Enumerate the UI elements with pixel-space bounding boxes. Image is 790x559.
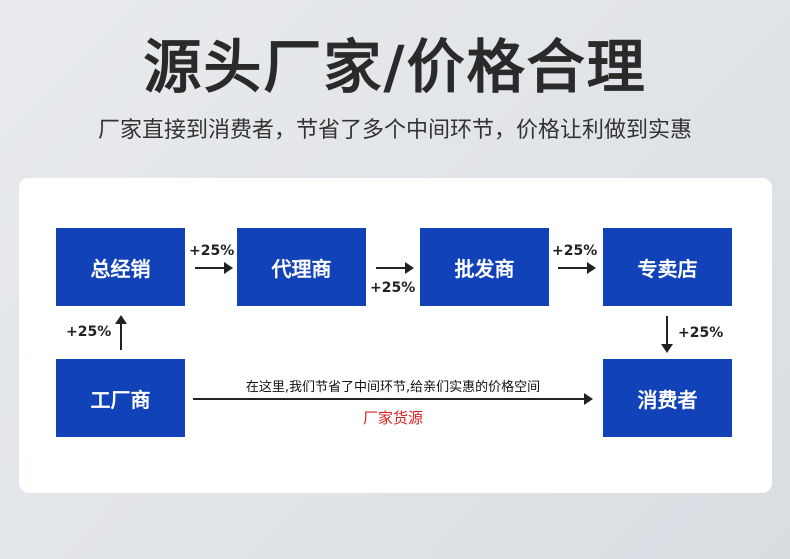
node-consumer: 消费者 xyxy=(603,359,732,437)
arrow-right-icon xyxy=(195,262,233,274)
node-distributor: 总经销 xyxy=(56,228,185,306)
arrow-down-icon xyxy=(661,316,673,353)
node-agent: 代理商 xyxy=(237,228,366,306)
page-title: 源头厂家/价格合理 xyxy=(143,33,647,101)
flow-card xyxy=(19,178,772,493)
arrow-right-icon xyxy=(376,262,414,274)
arrow-up-icon xyxy=(115,315,127,350)
markup-label: +25% xyxy=(370,280,416,296)
markup-label: +25% xyxy=(552,243,598,259)
node-factory: 工厂商 xyxy=(56,359,185,437)
markup-label: +25% xyxy=(678,325,724,341)
node-wholesaler: 批发商 xyxy=(420,228,549,306)
markup-label: +25% xyxy=(189,243,235,259)
page-subtitle: 厂家直接到消费者，节省了多个中间环节，价格让利做到实惠 xyxy=(97,118,692,143)
arrow-right-icon xyxy=(193,393,593,405)
node-store: 专卖店 xyxy=(603,228,732,306)
direct-label: 厂家货源 xyxy=(362,409,423,427)
arrow-right-icon xyxy=(558,262,596,274)
direct-note: 在这里,我们节省了中间环节,给亲们实惠的价格空间 xyxy=(245,380,541,395)
markup-label: +25% xyxy=(66,324,112,340)
